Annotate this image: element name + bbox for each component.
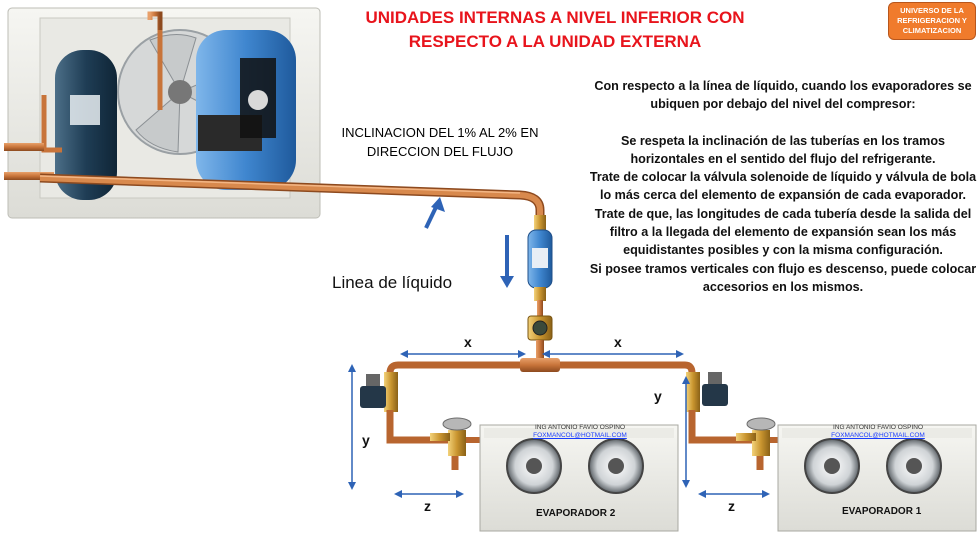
flow-down-arrow-icon xyxy=(500,235,514,288)
inclination-arrow-icon xyxy=(424,197,445,229)
badge-line-1: UNIVERSO DE LA xyxy=(900,6,964,15)
evaporator-1-label: EVAPORADOR 1 xyxy=(842,506,922,517)
condensing-unit xyxy=(4,7,321,219)
description-paragraph-2: Trate de colocar la válvula solenoide de… xyxy=(589,170,977,203)
description-paragraph-3: Trate de que, las longitudes de cada tub… xyxy=(594,206,972,258)
sight-glass-icon xyxy=(527,315,553,360)
evaporator-2-unit xyxy=(479,424,679,532)
liquid-line-label: Linea de líquido xyxy=(332,273,453,292)
inclination-line-1: INCLINACION DEL 1% AL 2% EN xyxy=(341,125,539,140)
description-intro: Con respecto a la línea de líquido, cuan… xyxy=(594,79,972,112)
dimension-z-left: z xyxy=(424,498,431,514)
credit-name: ING ANTONIO FAVIO OSPINO xyxy=(534,424,626,431)
solenoid-valve-right-icon xyxy=(686,372,728,412)
evaporator-1-credit: ING ANTONIO FAVIO OSPINO FOXMANCOL@HOTMA… xyxy=(818,424,938,440)
liquid-line-pipe xyxy=(39,173,545,222)
description-paragraph-4: Si posee tramos verticales con flujo es … xyxy=(589,261,977,294)
distribution-tee xyxy=(386,358,696,380)
badge-line-2: REFRIGERACION Y xyxy=(897,16,967,25)
inclination-note: INCLINACION DEL 1% AL 2% EN DIRECCION DE… xyxy=(330,123,550,161)
description-paragraph-1: Se respeta la inclinación de las tubería… xyxy=(620,133,946,166)
dimension-z-right: z xyxy=(728,498,735,514)
credit-email: FOXMANCOL@HOTMAIL.COM xyxy=(533,432,627,439)
evaporator-2-label: EVAPORADOR 2 xyxy=(536,508,616,519)
title-line-2: RESPECTO A LA UNIDAD EXTERNA xyxy=(408,32,702,51)
evaporator-1-unit xyxy=(777,424,977,532)
expansion-valve-left-icon xyxy=(430,417,486,456)
solenoid-valve-left-icon xyxy=(360,372,398,412)
credit-name: ING ANTONIO FAVIO OSPINO xyxy=(832,424,924,431)
dimension-lines xyxy=(348,350,770,498)
dimension-x-left: x xyxy=(464,334,472,350)
dimension-x-right: x xyxy=(614,334,622,350)
filter-drier-icon xyxy=(527,215,553,320)
dimension-y-right: y xyxy=(654,388,662,404)
description-block: Con respecto a la línea de líquido, cuan… xyxy=(583,77,980,296)
dimension-y-left: y xyxy=(362,432,370,448)
page-title: UNIDADES INTERNAS A NIVEL INFERIOR CON R… xyxy=(300,6,810,54)
title-line-1: UNIDADES INTERNAS A NIVEL INFERIOR CON xyxy=(365,8,745,27)
credit-email: FOXMANCOL@HOTMAIL.COM xyxy=(831,432,925,439)
compressor-icon xyxy=(196,30,296,190)
inclination-line-2: DIRECCION DEL FLUJO xyxy=(366,144,514,159)
badge-line-3: CLIMATIZACION xyxy=(902,26,962,35)
brand-badge: UNIVERSO DE LA REFRIGERACION Y CLIMATIZA… xyxy=(888,2,976,40)
evaporator-2-credit: ING ANTONIO FAVIO OSPINO FOXMANCOL@HOTMA… xyxy=(520,424,640,440)
